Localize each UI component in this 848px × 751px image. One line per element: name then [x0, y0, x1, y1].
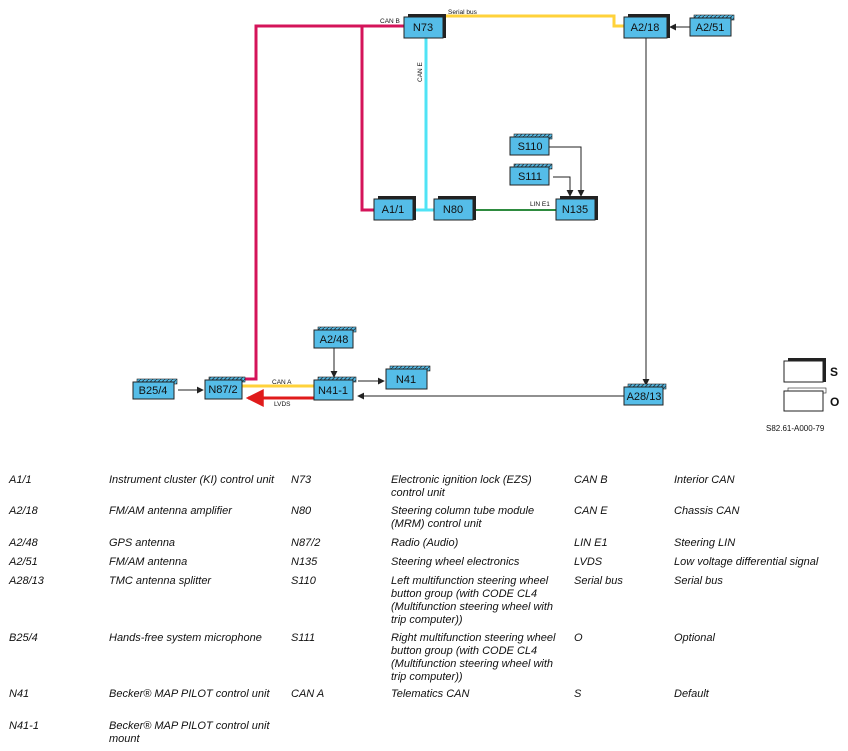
- legend-code: N80: [291, 505, 312, 517]
- legend-description: Serial bus: [674, 575, 723, 587]
- component-a28-13[interactable]: A28/13: [623, 383, 667, 406]
- key-optional-label: O: [830, 395, 839, 409]
- legend-description: Hands-free system microphone: [109, 632, 262, 644]
- legend-code: A2/48: [9, 537, 38, 549]
- legend-code: S110: [291, 575, 316, 587]
- component-n41[interactable]: N41: [385, 365, 431, 390]
- component-b25-4-label: B25/4: [139, 385, 168, 397]
- label-can-a: CAN A: [272, 379, 292, 386]
- can-b-wire-branch: [360, 26, 374, 212]
- legend-description: Steering LIN: [674, 537, 736, 549]
- component-n41-label: N41: [396, 374, 416, 386]
- component-n41-1-label: N41-1: [318, 385, 348, 397]
- legend-code: B25/4: [9, 632, 38, 644]
- legend-description: Default: [674, 688, 709, 700]
- legend-description: Becker® MAP PILOT control unit: [109, 688, 270, 700]
- legend-description: Steering wheel electronics: [391, 556, 520, 568]
- legend-description: Radio (Audio): [391, 537, 459, 549]
- legend-code: CAN B: [574, 474, 608, 486]
- legend-code: O: [574, 632, 583, 644]
- legend-description: TMC antenna splitter: [109, 575, 212, 587]
- component-a28-13-label: A28/13: [627, 391, 662, 403]
- legend-description: Right multifunction steering wheel butto…: [391, 632, 556, 683]
- legend-code: S111: [291, 632, 316, 644]
- serial-bus-wire: [446, 14, 624, 28]
- component-a2-18-label: A2/18: [631, 22, 660, 34]
- legend-code: S: [574, 688, 582, 700]
- legend-description: Steering column tube module (MRM) contro…: [391, 505, 535, 530]
- legend-description: Optional: [674, 632, 715, 644]
- component-a2-48[interactable]: A2/48: [313, 326, 357, 349]
- component-a1-1[interactable]: A1/1: [373, 196, 416, 221]
- component-n135-label: N135: [562, 204, 588, 216]
- legend-code: CAN E: [574, 505, 608, 517]
- legend-description: FM/AM antenna amplifier: [109, 505, 232, 517]
- legend-description: Electronic ignition lock (EZS) control u…: [391, 474, 532, 499]
- figure-reference: S82.61-A000-79: [766, 424, 825, 433]
- legend-code: LIN E1: [574, 537, 608, 549]
- s110-wire: [549, 146, 585, 197]
- legend-description: Chassis CAN: [674, 505, 740, 517]
- legend-description: Becker® MAP PILOT control unit mount: [109, 720, 270, 745]
- legend-description: GPS antenna: [109, 537, 176, 549]
- label-can-e: CAN E: [417, 61, 424, 82]
- wiring-diagram: CAN B Serial bus CAN E LIN E1 CAN A LVDS…: [132, 9, 839, 433]
- label-lvds: LVDS: [274, 401, 291, 408]
- component-s111[interactable]: S111: [509, 163, 553, 186]
- component-n80[interactable]: N80: [433, 196, 476, 221]
- component-s111-label: S111: [518, 171, 542, 183]
- component-n41-1[interactable]: N41-1: [313, 376, 357, 401]
- component-n73[interactable]: N73: [403, 14, 446, 39]
- component-a1-1-label: A1/1: [382, 204, 405, 216]
- component-n87-2-label: N87/2: [208, 384, 237, 396]
- label-can-b: CAN B: [380, 18, 400, 25]
- label-lin-e1: LIN E1: [530, 201, 550, 208]
- legend-description: Low voltage differential signal: [674, 556, 819, 568]
- s111-wire: [553, 176, 574, 197]
- component-n87-2[interactable]: N87/2: [204, 376, 246, 400]
- component-a2-51-label: A2/51: [696, 22, 725, 34]
- key-default-symbol: [783, 358, 826, 383]
- legend-code: N41: [9, 688, 30, 700]
- component-n73-label: N73: [413, 22, 433, 34]
- legend-code: A28/13: [9, 575, 44, 587]
- legend-description: Interior CAN: [674, 474, 735, 486]
- legend-code: A2/18: [9, 505, 38, 517]
- legend-code: N73: [291, 474, 312, 486]
- component-b25-4[interactable]: B25/4: [132, 378, 178, 400]
- key-default-label: S: [830, 365, 838, 379]
- label-serial-bus: Serial bus: [448, 9, 478, 16]
- legend-description: FM/AM antenna: [109, 556, 188, 568]
- legend-code: N135: [291, 556, 318, 568]
- key-optional-symbol: [783, 387, 827, 412]
- legend-code: N41-1: [9, 720, 39, 732]
- legend-code: Serial bus: [574, 575, 623, 587]
- legend-description: Instrument cluster (KI) control unit: [109, 474, 275, 486]
- component-n135[interactable]: N135: [555, 196, 598, 221]
- legend-code: A2/51: [9, 556, 38, 568]
- legend-code: N87/2: [291, 537, 321, 549]
- can-b-wire: [240, 24, 404, 381]
- legend-code: LVDS: [574, 556, 603, 568]
- legend-code: CAN A: [291, 688, 325, 700]
- component-a2-51[interactable]: A2/51: [689, 14, 735, 37]
- legend-code: A1/1: [9, 474, 32, 486]
- symbol-key: S O: [783, 358, 839, 412]
- legend-description: Left multifunction steering wheel button…: [391, 575, 554, 626]
- component-n80-label: N80: [443, 204, 463, 216]
- component-a2-18[interactable]: A2/18: [623, 14, 670, 39]
- component-s110-label: S110: [518, 141, 543, 153]
- legend-description: Telematics CAN: [391, 688, 470, 700]
- component-a2-48-label: A2/48: [320, 334, 349, 346]
- component-s110[interactable]: S110: [509, 133, 553, 156]
- connections: [178, 14, 690, 407]
